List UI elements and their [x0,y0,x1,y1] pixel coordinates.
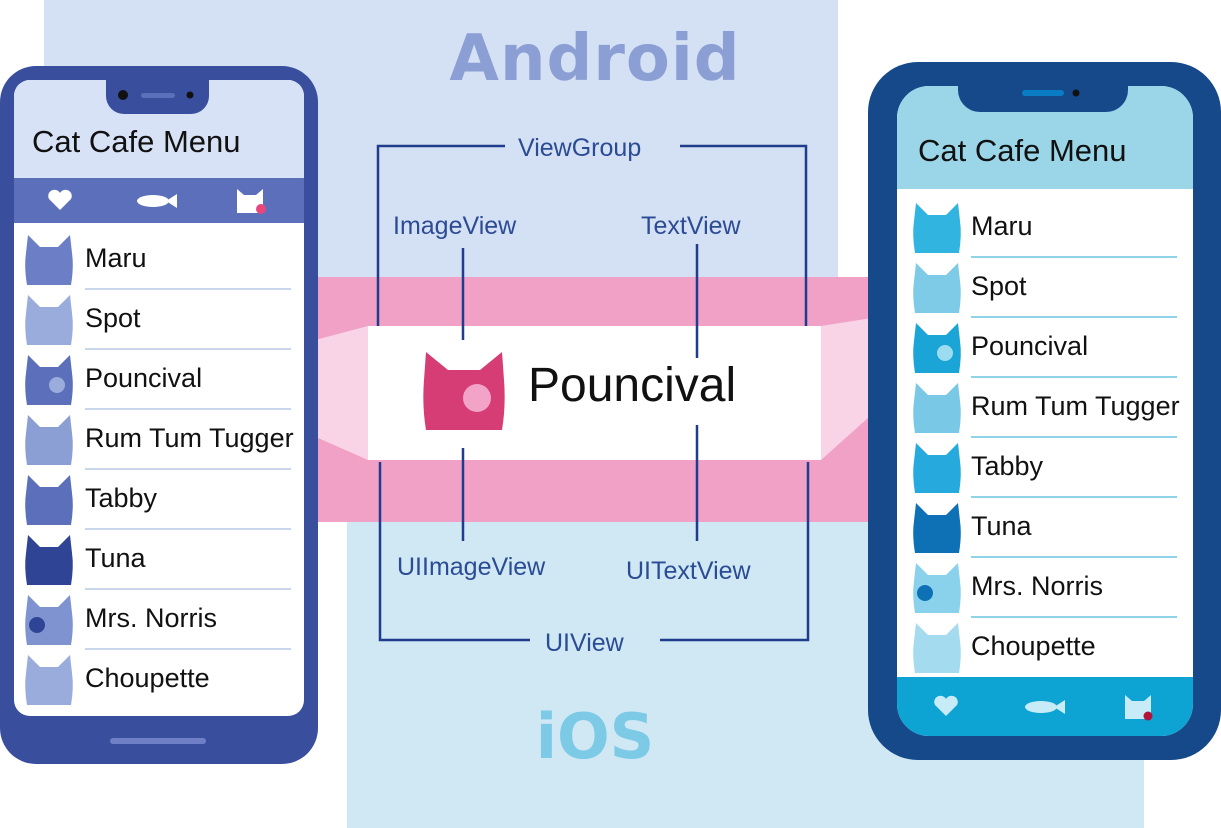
android-tab-bar [14,178,304,223]
list-item-label: Spot [971,271,1027,301]
pouncival-cat-icon [423,352,505,430]
list-item-label: Maru [85,243,147,273]
android-app-title: Cat Cafe Menu [32,124,241,159]
label-textview: TextView [641,212,741,240]
list-item-label: Pouncival [971,331,1089,361]
list-separator [971,616,1177,618]
cat-head-icon [25,595,73,645]
center-cell-name: Pouncival [528,359,737,412]
cat-head-icon [25,535,73,585]
cat-head-icon [913,443,961,493]
list-item-label: Pouncival [85,363,203,393]
cat-head-icon [913,323,961,373]
list-separator [971,256,1177,258]
cat-head-icon [913,203,961,253]
cat-icon[interactable] [236,187,268,215]
list-separator [85,288,291,290]
ios-app-title: Cat Cafe Menu [918,133,1127,168]
android-camera-icon [118,90,194,100]
list-item-label: Mrs. Norris [971,571,1103,601]
ios-notch [958,82,1128,112]
android-title: Android [449,22,741,96]
list-item-label: Mrs. Norris [85,603,217,633]
list-item-label: Tabby [85,483,158,513]
fish-icon[interactable] [136,193,178,209]
fish-icon[interactable] [1024,699,1066,715]
list-separator [85,648,291,650]
list-item-label: Rum Tum Tugger [85,423,294,453]
cat-head-icon [913,563,961,613]
ios-speaker-icon [1022,89,1080,97]
label-uitextview: UITextView [626,557,751,585]
cat-head-icon [25,475,73,525]
list-separator [971,436,1177,438]
list-item-label: Rum Tum Tugger [971,391,1180,421]
android-home-bar [110,738,206,744]
list-item-label: Choupette [85,663,210,693]
list-separator [85,588,291,590]
ios-title: iOS [535,700,655,773]
list-separator [85,468,291,470]
ios-tab-bar [897,677,1193,736]
list-item-label: Tuna [85,543,146,573]
list-item-label: Tabby [971,451,1044,481]
label-imageview: ImageView [393,212,517,240]
label-uiimageview: UIImageView [397,553,546,581]
list-item-label: Spot [85,303,141,333]
list-item-label: Maru [971,211,1033,241]
list-separator [85,408,291,410]
cat-head-icon [25,415,73,465]
list-separator [971,376,1177,378]
cat-head-icon [913,623,961,673]
cat-head-icon [25,655,73,705]
cat-head-icon [25,295,73,345]
list-separator [971,496,1177,498]
label-uiview: UIView [545,629,624,657]
label-viewgroup: ViewGroup [518,134,642,162]
list-separator [85,528,291,530]
list-separator [971,316,1177,318]
cat-head-icon [913,503,961,553]
list-item-label: Choupette [971,631,1096,661]
cat-head-icon [913,383,961,433]
list-separator [85,348,291,350]
heart-icon[interactable] [933,695,959,717]
heart-icon[interactable] [47,189,73,211]
cat-head-icon [25,235,73,285]
cat-icon[interactable] [1124,693,1156,721]
list-separator [971,556,1177,558]
cat-head-icon [913,263,961,313]
list-item-label: Tuna [971,511,1032,541]
cat-head-icon [25,355,73,405]
